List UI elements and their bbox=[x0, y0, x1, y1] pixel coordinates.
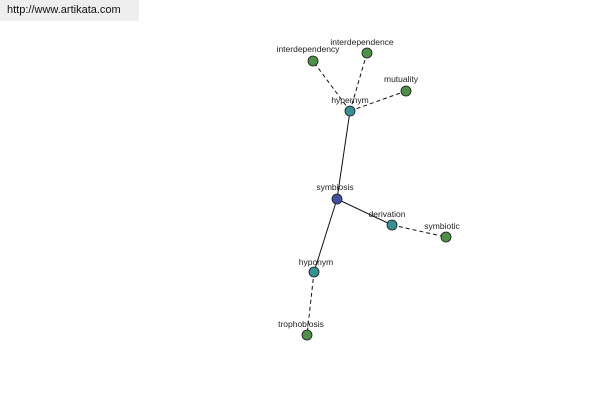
edge-hypernym-mutuality bbox=[349, 90, 407, 112]
node-label-mutuality[interactable]: mutuality bbox=[384, 74, 419, 84]
node-symbiotic[interactable] bbox=[440, 231, 452, 243]
node-hypernym[interactable] bbox=[344, 105, 356, 117]
node-interdependency[interactable] bbox=[307, 55, 319, 67]
edge-derivation-symbiotic bbox=[391, 224, 447, 238]
site-url-banner[interactable]: http://www.artikata.com bbox=[0, 0, 139, 21]
node-label-hypernym[interactable]: hypernym bbox=[331, 95, 368, 105]
node-label-symbiosis[interactable]: symbiosis bbox=[316, 182, 353, 192]
node-label-trophobiosis[interactable]: trophobiosis bbox=[278, 319, 324, 329]
node-label-symbiotic[interactable]: symbiotic bbox=[424, 221, 460, 231]
edge-symbiosis-hyponym bbox=[313, 198, 338, 273]
edge-hypernym-interdependence bbox=[349, 52, 368, 112]
node-hyponym[interactable] bbox=[308, 266, 320, 278]
edge-symbiosis-hypernym bbox=[336, 110, 351, 200]
nodes-layer bbox=[301, 47, 452, 341]
edge-hypernym-interdependency bbox=[312, 60, 351, 112]
node-label-interdependence[interactable]: interdependence bbox=[330, 37, 394, 47]
labels-layer: symbiosis hypernym hyponym derivation interd… bbox=[277, 37, 461, 329]
node-label-derivation[interactable]: derivation bbox=[369, 209, 406, 219]
node-symbiosis[interactable] bbox=[331, 193, 343, 205]
edge-hyponym-trophobiosis bbox=[306, 271, 315, 336]
edges-layer bbox=[306, 52, 447, 336]
node-label-hyponym[interactable]: hyponym bbox=[299, 257, 334, 267]
node-trophobiosis[interactable] bbox=[301, 329, 313, 341]
edge-symbiosis-derivation bbox=[336, 198, 393, 226]
node-label-interdependency[interactable]: interdependency bbox=[277, 44, 341, 54]
node-interdependence[interactable] bbox=[361, 47, 373, 59]
node-mutuality[interactable] bbox=[400, 85, 412, 97]
node-derivation[interactable] bbox=[386, 219, 398, 231]
